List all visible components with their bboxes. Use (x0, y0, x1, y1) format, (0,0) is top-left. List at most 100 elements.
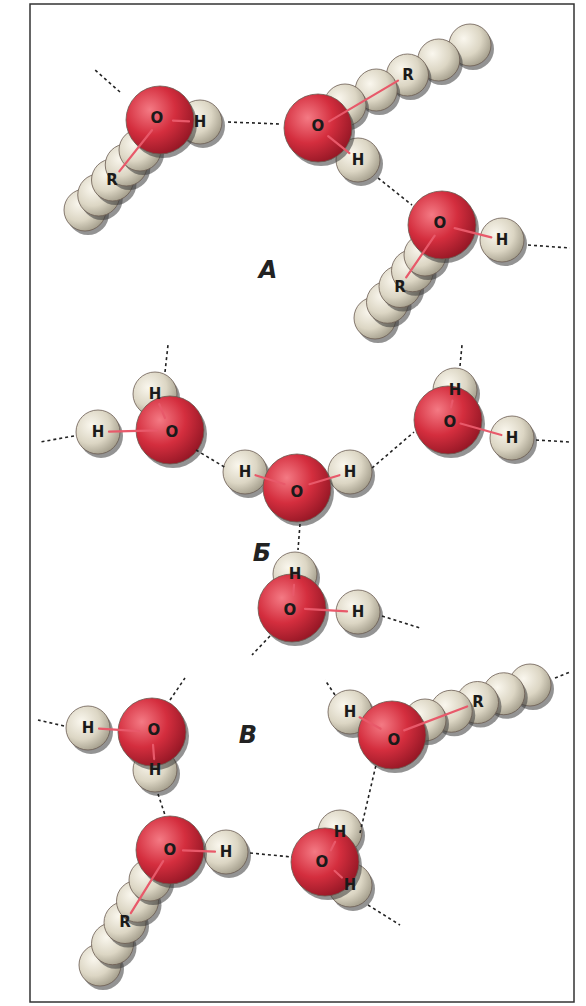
panel-letter: В (239, 723, 257, 747)
atom-symbol: H (352, 153, 365, 168)
covalent-bond (329, 81, 398, 122)
atom-symbol: R (402, 68, 414, 83)
atom-symbol: H (334, 825, 347, 840)
covalent-bond (461, 424, 502, 436)
hydrogen-atom (328, 450, 372, 494)
atom-symbol: H (149, 763, 162, 778)
hydrogen-bond (368, 905, 400, 925)
hydrogen-bond (170, 678, 185, 700)
hydrogen-bond (298, 524, 300, 550)
hydrogen-bond (196, 450, 226, 468)
covalent-bond (109, 430, 157, 431)
atom-symbol: O (444, 415, 457, 430)
atom-symbol: H (352, 605, 365, 620)
molecule (223, 450, 375, 526)
covalent-bond (406, 236, 434, 278)
atom-symbol: R (106, 173, 118, 188)
hydrogen-bond (555, 672, 570, 678)
atom-symbol: O (284, 603, 297, 618)
hydrogen-bond (378, 178, 412, 205)
oxygen-atom (358, 701, 426, 769)
molecule (79, 816, 251, 990)
oxygen-atom (284, 94, 352, 162)
atom-symbol: O (166, 425, 179, 440)
atom-symbol: H (82, 721, 95, 736)
oxygen-atom (263, 454, 331, 522)
hydrogen-atom (223, 450, 267, 494)
atom-symbol: O (151, 111, 164, 126)
covalent-bond (256, 475, 285, 484)
atom-symbol: H (194, 115, 207, 130)
covalent-bond (119, 130, 152, 171)
covalent-bond (331, 842, 335, 851)
atom-symbol: R (119, 915, 131, 930)
atom-symbol: H (220, 845, 233, 860)
oxygen-atom (118, 698, 186, 766)
panel-letter: Б (253, 541, 271, 565)
covalent-bond (173, 120, 189, 123)
oxygen-atom (414, 386, 482, 454)
atom-symbol: H (506, 431, 519, 446)
atom-symbol: H (344, 465, 357, 480)
molecule (328, 664, 554, 773)
covalent-bond (131, 861, 163, 913)
panel-letter: А (259, 258, 278, 282)
covalent-bond (99, 729, 139, 732)
hydrogen-bond (95, 70, 120, 92)
atom-symbol: H (449, 383, 462, 398)
hydrogen-bond (360, 765, 376, 833)
covalent-bond (305, 609, 347, 612)
hydrogen-bond (38, 720, 64, 726)
covalent-bond (292, 585, 295, 595)
oxygen-atom (291, 828, 359, 896)
atom-symbol: R (472, 695, 484, 710)
oxygen-atom (126, 86, 194, 154)
covalent-bond (455, 228, 492, 237)
molecule (76, 372, 207, 468)
hydrogen-bond (158, 794, 165, 815)
hydrogen-atom (480, 218, 524, 262)
atom-symbol: H (149, 387, 162, 402)
hydrogen-bond (460, 345, 462, 366)
atom-symbol: H (92, 425, 105, 440)
covalent-bond (451, 401, 453, 408)
hydrogen-bond (528, 245, 570, 248)
molecule (66, 698, 189, 796)
covalent-bond (360, 717, 381, 728)
hydrogen-bond (40, 436, 74, 442)
atom-symbol: O (291, 485, 304, 500)
covalent-bond (328, 136, 349, 153)
molecule (354, 191, 527, 343)
covalent-bond (404, 706, 467, 730)
atom-symbol: H (344, 705, 357, 720)
molecules (64, 24, 554, 990)
atom-symbol: O (316, 855, 329, 870)
covalent-bond (309, 475, 339, 484)
hydrogen-bond (382, 616, 420, 628)
covalent-bond (159, 404, 165, 418)
atom-symbol: H (239, 465, 252, 480)
molecule (284, 24, 494, 186)
hydrogen-bonds (38, 70, 570, 925)
covalent-bond (335, 871, 342, 878)
molecule (414, 368, 537, 464)
covalent-bond (153, 745, 154, 759)
molecule (258, 552, 383, 646)
covalent-bond (183, 850, 215, 851)
atom-symbol: O (388, 733, 401, 748)
oxygen-atom (258, 574, 326, 642)
atom-symbol: H (496, 233, 509, 248)
atom-symbol: H (344, 878, 357, 893)
hydrogen-bond (165, 345, 168, 372)
hydrogen-bond (372, 432, 414, 468)
hydrogen-atom (490, 416, 534, 460)
atom-symbol: O (148, 723, 161, 738)
hydrogen-bond (325, 680, 335, 695)
atom-symbol: H (289, 567, 302, 582)
molecule (64, 86, 225, 235)
oxygen-atom (408, 191, 476, 259)
atom-symbol: R (394, 280, 406, 295)
atom-symbol: O (312, 119, 325, 134)
atom-symbol: O (164, 843, 177, 858)
